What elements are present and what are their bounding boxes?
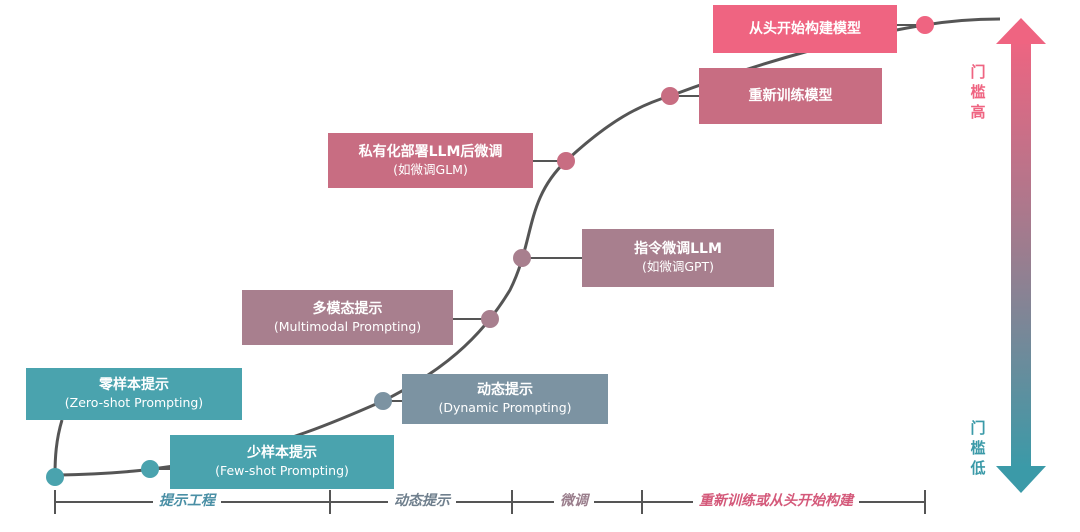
node-subtitle: (Dynamic Prompting) bbox=[438, 400, 572, 415]
node-subtitle: (如微调GLM) bbox=[393, 161, 468, 177]
node-retrain: 重新训练模型 bbox=[699, 68, 882, 124]
threshold-low-char: 槛 bbox=[970, 439, 986, 457]
curve-points bbox=[46, 16, 934, 486]
node-zero-shot: 零样本提示 (Zero-shot Prompting) bbox=[26, 368, 242, 420]
node-title: 多模态提示 bbox=[312, 300, 383, 317]
node-multimodal: 多模态提示 (Multimodal Prompting) bbox=[242, 290, 453, 345]
node-subtitle: (Zero-shot Prompting) bbox=[64, 395, 204, 410]
node-title: 重新训练模型 bbox=[748, 87, 833, 104]
node-title: 指令微调LLM bbox=[634, 241, 722, 258]
point-private-deploy bbox=[557, 152, 575, 170]
point-instruction-ft bbox=[513, 249, 531, 267]
point-few-shot bbox=[141, 460, 159, 478]
point-zero-shot bbox=[46, 468, 64, 486]
node-subtitle: (如微调GPT) bbox=[641, 259, 715, 274]
point-dynamic bbox=[374, 392, 392, 410]
zero-shot-stem bbox=[53, 419, 64, 476]
node-scratch: 从头开始构建模型 bbox=[713, 5, 897, 53]
node-title: 动态提示 bbox=[477, 382, 533, 399]
node-private-deploy: 私有化部署LLM后微调 (如微调GLM) bbox=[328, 133, 533, 188]
stage-label-prompt-engineering: 提示工程 bbox=[153, 490, 221, 510]
point-multimodal bbox=[481, 310, 499, 328]
threshold-high-char: 高 bbox=[970, 103, 986, 121]
node-few-shot: 少样本提示 (Few-shot Prompting) bbox=[170, 435, 394, 489]
node-subtitle: (Multimodal Prompting) bbox=[273, 318, 422, 334]
node-title: 从头开始构建模型 bbox=[749, 20, 861, 37]
node-title: 少样本提示 bbox=[247, 445, 317, 462]
threshold-high-char: 门 bbox=[970, 63, 986, 81]
node-instruction-ft: 指令微调LLM (如微调GPT) bbox=[582, 229, 774, 287]
node-dynamic: 动态提示 (Dynamic Prompting) bbox=[402, 374, 608, 424]
point-retrain bbox=[661, 87, 679, 105]
threshold-high-label: 门 槛 高 bbox=[968, 62, 988, 122]
stage-label-fine-tuning: 微调 bbox=[554, 490, 594, 510]
threshold-low-label: 门 槛 低 bbox=[968, 418, 988, 478]
node-subtitle: (Few-shot Prompting) bbox=[215, 463, 349, 478]
threshold-low-char: 低 bbox=[970, 459, 986, 477]
threshold-high-char: 槛 bbox=[970, 83, 986, 101]
node-title: 私有化部署LLM后微调 bbox=[358, 143, 503, 160]
point-scratch bbox=[916, 16, 934, 34]
threshold-arrow bbox=[996, 18, 1046, 493]
stage-label-dynamic-prompting: 动态提示 bbox=[388, 490, 456, 510]
threshold-low-char: 门 bbox=[970, 419, 986, 437]
node-title: 零样本提示 bbox=[99, 377, 169, 394]
stage-label-retrain-or-build: 重新训练或从头开始构建 bbox=[693, 490, 859, 510]
